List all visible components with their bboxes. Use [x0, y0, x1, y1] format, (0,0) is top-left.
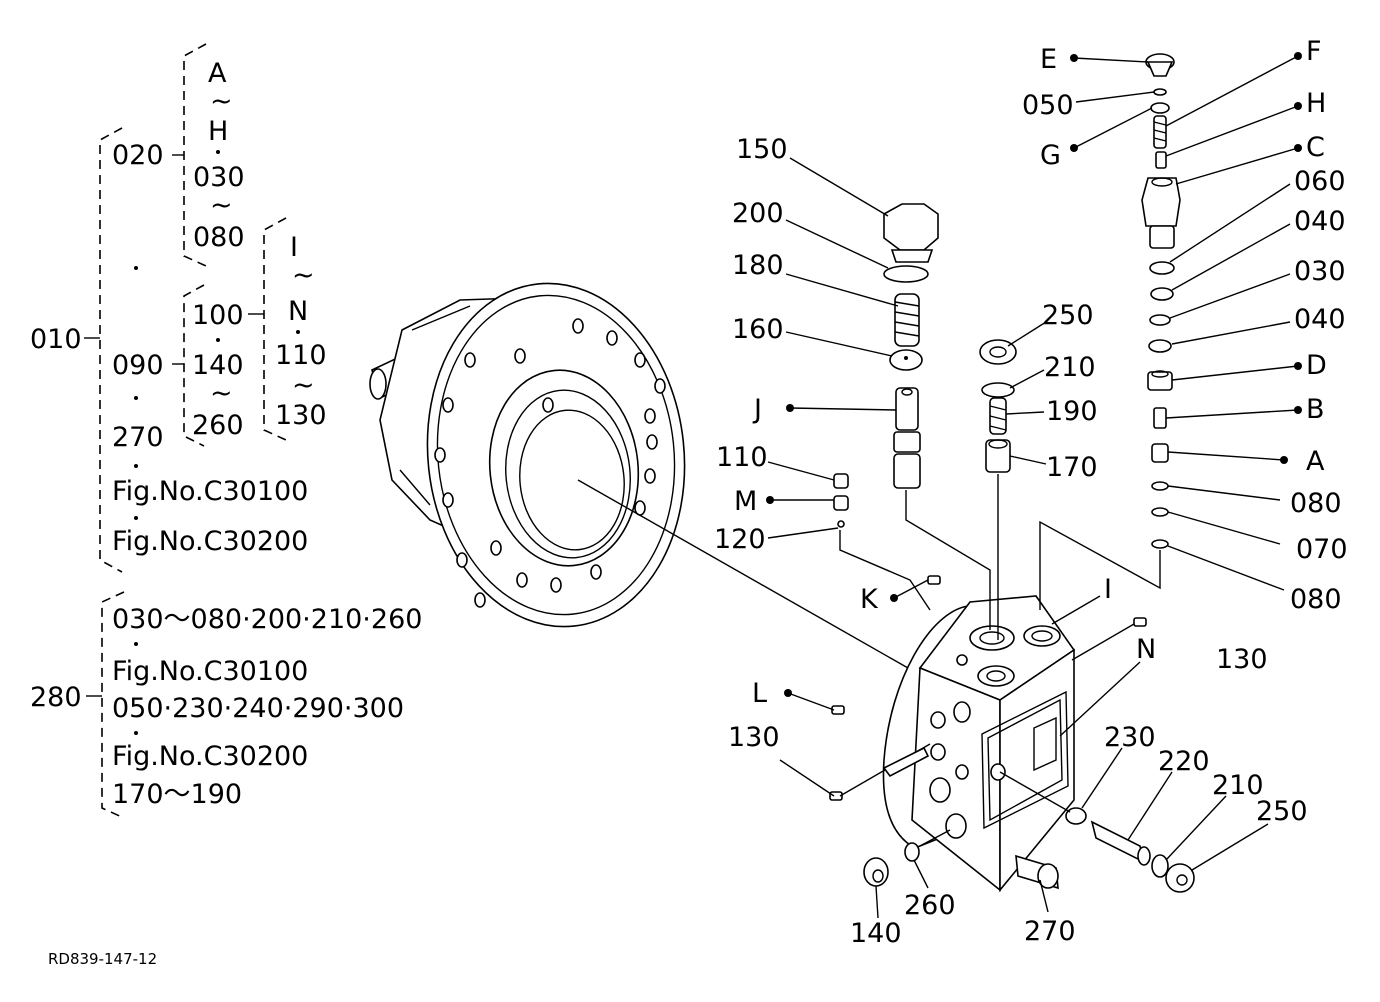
callout-120: 120	[714, 524, 766, 555]
tree-090: 090	[112, 350, 164, 381]
callout-180: 180	[732, 250, 784, 281]
callout-E: E	[1040, 44, 1057, 75]
callout-L: L	[752, 678, 767, 709]
callout-A: A	[1306, 446, 1325, 477]
callout-130-right: 130	[1216, 644, 1268, 675]
tree-110: 110	[275, 340, 327, 371]
callout-080-bottom: 080	[1290, 584, 1342, 615]
callout-I: I	[1104, 574, 1112, 605]
callout-G: G	[1040, 140, 1061, 171]
callout-110: 110	[716, 442, 768, 473]
callout-M: M	[734, 486, 757, 517]
assembly-tree: 010 020 A ~ H 030 ~ 080 090 100 140 ~ 26…	[30, 43, 422, 819]
valve-block	[882, 595, 1076, 893]
callout-050: 050	[1022, 90, 1074, 121]
callout-230: 230	[1104, 722, 1156, 753]
tree-280-line-3: 050·230·240·290·300	[112, 693, 404, 724]
tree-130: 130	[275, 400, 327, 431]
callout-210-top: 210	[1044, 352, 1096, 383]
tree-tilde-4: ~	[292, 260, 315, 291]
callout-250-bottom: 250	[1256, 796, 1308, 827]
callout-040-bottom: 040	[1294, 304, 1346, 335]
bracket-010	[99, 127, 123, 573]
callout-C: C	[1306, 132, 1325, 163]
callout-260: 260	[904, 890, 956, 921]
callout-200: 200	[732, 198, 784, 229]
tree-I: I	[290, 232, 298, 263]
callout-B: B	[1306, 394, 1325, 425]
callout-150: 150	[736, 134, 788, 165]
motor-housing	[369, 282, 686, 628]
flange-bolt-holes	[434, 318, 666, 608]
tree-280-line-1: 030～080·200·210·260	[112, 604, 422, 635]
tree-tilde-2: ~	[210, 190, 233, 221]
brake-valve-stack	[1039, 53, 1181, 610]
callout-160: 160	[732, 314, 784, 345]
figure-code: RD839-147-12	[48, 950, 157, 968]
tree-N: N	[288, 296, 308, 327]
callout-070: 070	[1296, 534, 1348, 565]
callout-N: N	[1136, 634, 1156, 665]
tree-fig-c30100-b: Fig.No.C30100	[112, 656, 308, 687]
callout-060: 060	[1294, 166, 1346, 197]
callout-170: 170	[1046, 452, 1098, 483]
tree-fig-c30200-a: Fig.No.C30200	[112, 526, 308, 557]
callout-030: 030	[1294, 256, 1346, 287]
tree-280-line-5: 170～190	[112, 779, 242, 810]
callout-F: F	[1306, 36, 1322, 67]
callout-250-top: 250	[1042, 300, 1094, 331]
bracket-020	[183, 43, 207, 267]
check-valve-stack	[979, 339, 1017, 640]
callout-220: 220	[1158, 746, 1210, 777]
callout-270: 270	[1024, 916, 1076, 947]
relief-valve-stack	[883, 203, 991, 630]
tree-100: 100	[192, 300, 244, 331]
callout-140: 140	[850, 918, 902, 949]
tree-280: 280	[30, 682, 82, 713]
tree-fig-c30200-b: Fig.No.C30200	[112, 741, 308, 772]
tree-270: 270	[112, 422, 164, 453]
tree-fig-c30100-a: Fig.No.C30100	[112, 476, 308, 507]
tree-260: 260	[192, 410, 244, 441]
tree-030: 030	[193, 162, 245, 193]
bracket-280	[101, 591, 125, 819]
callout-leaders	[766, 52, 1302, 919]
tree-tilde-5: ~	[292, 370, 315, 401]
callout-130-left: 130	[728, 722, 780, 753]
callout-J: J	[752, 394, 762, 425]
tree-H: H	[208, 116, 228, 147]
tree-010: 010	[30, 324, 82, 355]
small-parts	[829, 473, 1195, 893]
callout-D: D	[1306, 350, 1327, 381]
callout-040-top: 040	[1294, 206, 1346, 237]
tree-tilde-3: ~	[210, 378, 233, 409]
callout-labels: 150 200 180 160 J 110 M 120 K L 130 250 …	[714, 36, 1348, 949]
tree-tilde-1: ~	[210, 86, 233, 117]
callout-K: K	[860, 584, 879, 615]
callout-190: 190	[1046, 396, 1098, 427]
bracket-100	[263, 217, 287, 441]
tree-020: 020	[112, 140, 164, 171]
tree-140: 140	[192, 350, 244, 381]
tree-A: A	[208, 58, 227, 89]
bracket-090	[183, 284, 205, 447]
callout-210-bottom: 210	[1212, 770, 1264, 801]
callout-080-top: 080	[1290, 488, 1342, 519]
tree-080: 080	[193, 222, 245, 253]
callout-H: H	[1306, 88, 1326, 119]
